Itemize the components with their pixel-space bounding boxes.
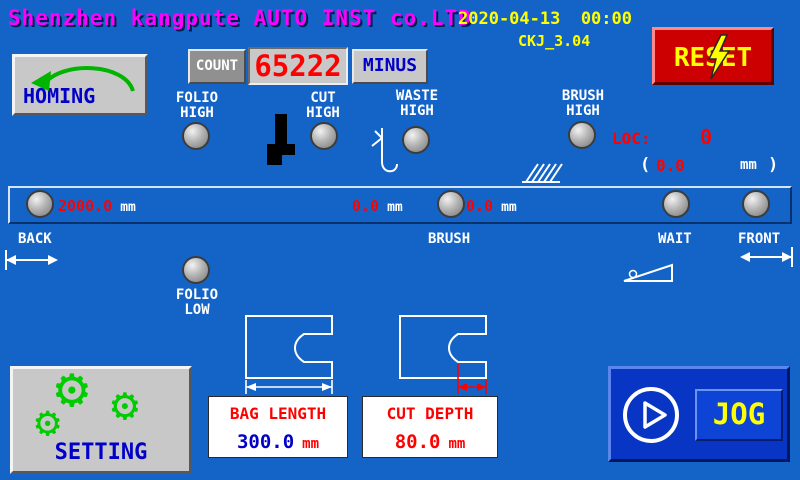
cut-depth-unit: mm xyxy=(448,436,466,452)
wait-position-value: 0.0 xyxy=(466,197,494,215)
brush-high-label: BRUSH HIGH xyxy=(561,88,605,119)
jog-label: JOG xyxy=(712,397,766,431)
folio-high-label: FOLIO HIGH xyxy=(175,90,219,121)
brush-position-unit: mm xyxy=(387,200,403,215)
datetime-display: 2020-04-13 00:00 xyxy=(458,9,632,29)
back-position-lamp xyxy=(26,190,54,218)
count-button[interactable]: COUNT xyxy=(188,49,246,84)
position-track-bar xyxy=(8,186,792,224)
waste-hook-icon xyxy=(371,128,398,173)
cut-high-label: CUT HIGH xyxy=(306,90,340,121)
play-icon xyxy=(623,387,679,443)
track-label-front: FRONT xyxy=(738,231,781,247)
cut-depth-title: CUT DEPTH xyxy=(386,404,474,423)
loc-paren-close: ) xyxy=(768,155,779,175)
cut-high-lamp xyxy=(310,122,338,150)
count-label: COUNT xyxy=(195,58,239,74)
back-position-value: 2000.0 xyxy=(58,197,113,215)
track-label-wait: WAIT xyxy=(658,231,692,247)
homing-return-arrow-icon xyxy=(31,66,135,92)
back-position-readout: 2000.0 mm xyxy=(58,197,136,215)
cutter-tool-icon xyxy=(267,114,295,165)
track-label-back: BACK xyxy=(18,231,52,247)
jog-inner-button[interactable]: JOG xyxy=(695,389,783,441)
version-label: CKJ_3.04 xyxy=(518,32,591,50)
gear-icon: ⚙ xyxy=(35,397,61,446)
bag-shape-diagram xyxy=(245,315,333,394)
loc-paren-open: ( xyxy=(640,155,651,175)
wait-position-readout: 0.0 mm xyxy=(466,197,517,215)
cut-depth-value: 80.0 xyxy=(394,431,441,453)
gear-icon: ⚙ xyxy=(55,356,89,421)
company-title: Shenzhen kangpute AUTO INST co.LTD xyxy=(8,6,472,30)
brush-position-value: 0.0 xyxy=(352,197,380,215)
bag-length-title: BAG LENGTH xyxy=(229,404,327,423)
bag-length-box: BAG LENGTH 300.0 mm xyxy=(208,396,348,458)
cut-depth-diagram xyxy=(399,315,487,394)
gear-icon: ⚙ xyxy=(111,377,139,431)
folio-high-lamp xyxy=(182,122,210,150)
loc-mm-value: 0.0 xyxy=(656,156,685,175)
homing-button[interactable]: HOMING xyxy=(12,54,148,116)
bag-length-unit: mm xyxy=(302,436,320,452)
folio-low-lamp xyxy=(182,256,210,284)
jog-button[interactable]: JOG xyxy=(608,366,790,462)
lightning-icon xyxy=(707,34,731,80)
count-display: 65222 xyxy=(248,47,348,85)
track-label-brush: BRUSH xyxy=(428,231,471,247)
loc-mm-unit: mm xyxy=(740,157,757,173)
waste-high-lamp xyxy=(402,126,430,154)
folio-low-label: FOLIO LOW xyxy=(175,287,219,318)
setting-label: SETTING xyxy=(54,440,148,465)
brush-position-readout: 0.0 mm xyxy=(352,197,403,215)
back-position-unit: mm xyxy=(120,200,136,215)
reset-button[interactable]: RESET xyxy=(652,27,774,85)
minus-button[interactable]: MINUS xyxy=(352,49,428,84)
ramp-wedge-icon xyxy=(623,263,673,282)
wait-position-lamp xyxy=(662,190,690,218)
back-direction-arrow-icon xyxy=(5,250,58,270)
cut-depth-box: CUT DEPTH 80.0 mm xyxy=(362,396,498,458)
setting-button[interactable]: ⚙ ⚙ ⚙ SETTING xyxy=(10,361,192,474)
wait-position-unit: mm xyxy=(501,200,517,215)
loc-label: LOC: xyxy=(612,129,651,148)
front-position-lamp xyxy=(742,190,770,218)
loc-value: 0 xyxy=(700,125,713,149)
brush-icon xyxy=(522,163,563,183)
brush-position-lamp xyxy=(437,190,465,218)
minus-label: MINUS xyxy=(362,55,418,76)
front-direction-arrow-icon xyxy=(740,247,793,267)
count-value: 65222 xyxy=(254,49,342,83)
waste-high-label: WASTE HIGH xyxy=(395,88,439,119)
homing-label: HOMING xyxy=(23,84,96,108)
bag-length-value: 300.0 xyxy=(236,431,295,453)
brush-high-lamp xyxy=(568,121,596,149)
